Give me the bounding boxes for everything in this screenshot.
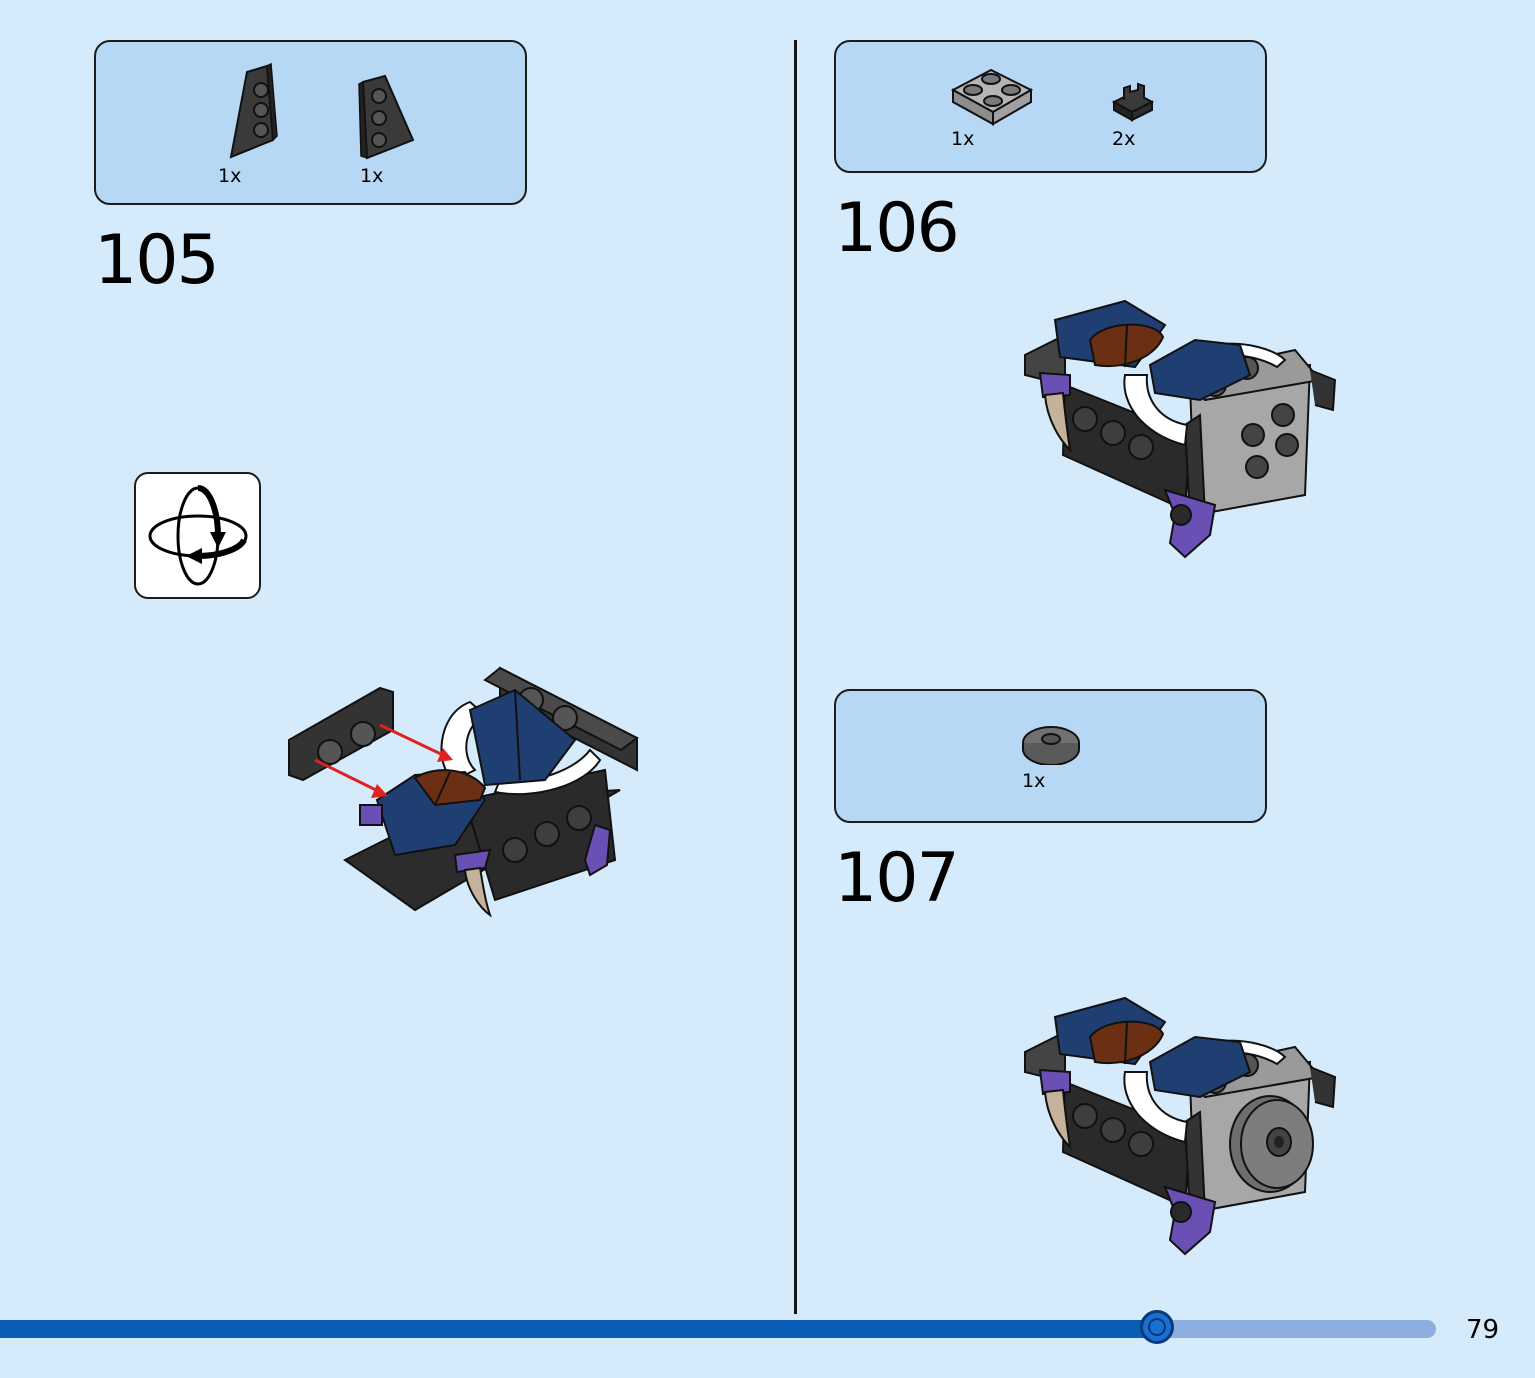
- part-plate-2x2: [946, 62, 1036, 128]
- column-divider: [794, 40, 797, 1314]
- part-wedge-left: [214, 62, 284, 162]
- dark-wedge-plate-left-icon: [229, 62, 278, 159]
- rotate-model-icon: [148, 485, 248, 586]
- progress-bar: [0, 1310, 1436, 1344]
- step-106-model-illustration: [1024, 299, 1337, 559]
- step-106-parts-box: 1x 2x: [834, 40, 1267, 173]
- step-105-model-illustration: [288, 666, 639, 918]
- step-number: 107: [834, 839, 960, 918]
- part-qty: 1x: [1022, 770, 1046, 792]
- step-number: 106: [834, 189, 960, 268]
- part-qty: 1x: [218, 165, 242, 187]
- step-107-parts-box: 1x: [834, 689, 1267, 823]
- rotate-model-callout: [134, 472, 261, 599]
- step-number: 105: [94, 221, 220, 300]
- page-number: 79: [1466, 1315, 1500, 1345]
- gray-plate-2x2-icon: [950, 68, 1034, 126]
- part-clip-plate: [1108, 82, 1158, 124]
- gray-round-tile-icon: [1022, 726, 1080, 765]
- part-qty: 1x: [360, 165, 384, 187]
- progress-fill: [0, 1320, 1157, 1338]
- part-qty: 1x: [951, 128, 975, 150]
- part-qty: 2x: [1112, 128, 1136, 150]
- part-round-tile: [1018, 721, 1084, 765]
- progress-knob: [1140, 1310, 1174, 1344]
- step-107-model-illustration: [1024, 996, 1337, 1256]
- dark-clip-plate-icon: [1111, 82, 1155, 122]
- step-105-parts-box: 1x 1x: [94, 40, 527, 205]
- dark-wedge-plate-right-icon: [358, 74, 415, 160]
- part-wedge-right: [352, 72, 422, 162]
